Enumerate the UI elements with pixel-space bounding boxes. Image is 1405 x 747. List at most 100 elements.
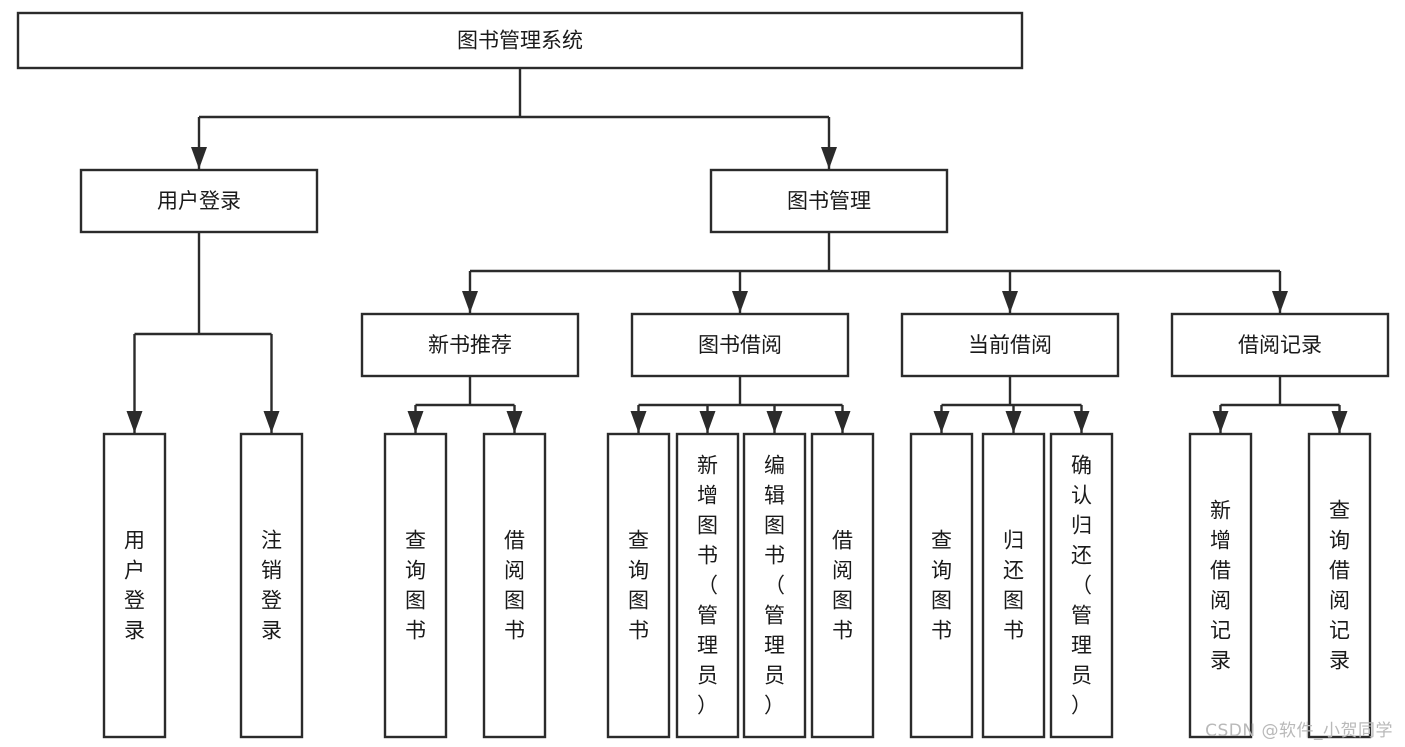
node-label-char: 员 [764,664,785,688]
node-label-char: 书 [832,619,853,643]
node-user-login[interactable]: 用户登录 [79,168,319,234]
node-label-char: ） [697,694,718,718]
node-label-char: 记 [1210,619,1231,643]
node-label-char: 书 [764,544,785,568]
arrow-head-icon [630,411,647,433]
node-label-char: 登 [124,589,145,613]
node-label-char: 借 [1329,559,1350,583]
node-label-char: 询 [931,559,952,583]
node-label-char: 图 [504,589,525,613]
node-label-char: 录 [1210,649,1231,673]
node-label-char: 还 [1071,544,1092,568]
node-label-char: 录 [1329,649,1350,673]
node-label-char: 理 [1071,634,1092,658]
node-label-char: 新 [1210,499,1231,523]
node-label-char: （ [1071,574,1092,598]
node-label-char: ） [1071,694,1092,718]
node-current-borrow[interactable]: 当前借阅 [900,312,1120,378]
arrow-head-icon [191,147,207,169]
node-label-char: 增 [1210,529,1231,553]
node-label-char: 归 [1071,514,1092,538]
node-label-char: 图 [405,589,426,613]
arrow-head-icon [1212,411,1229,433]
node-label-char: 登 [261,589,282,613]
node-new-book-rec[interactable]: 新书推荐 [360,312,580,378]
node-label-char: 销 [261,559,282,583]
node-label-char: 图 [931,589,952,613]
node-label-char: 图 [697,514,718,538]
node-label-char: 录 [261,619,282,643]
node-label-char: （ [764,574,785,598]
node-label-char: 录 [124,619,145,643]
node-label-char: 询 [628,559,649,583]
arrow-head-icon [933,411,950,433]
node-book-manage[interactable]: 图书管理 [709,168,949,234]
node-label-char: 员 [1071,664,1092,688]
node-label-char: 图 [628,589,649,613]
node-label-char: 书 [931,619,952,643]
node-label-char: 书 [1003,619,1024,643]
arrow-head-icon [462,291,478,313]
node-label-char: 确 [1071,454,1092,478]
arrow-head-icon [263,411,280,433]
arrow-head-icon [1073,411,1090,433]
node-label: 用户登录 [157,189,241,213]
arrow-head-icon [126,411,143,433]
node-label-char: 理 [697,634,718,658]
node-label-char: 阅 [504,559,525,583]
node-label-char: （ [697,574,718,598]
node-label-char: 新 [697,454,718,478]
node-label-char: 阅 [1210,589,1231,613]
node-label-char: 书 [697,544,718,568]
node-label-char: 记 [1329,619,1350,643]
node-label-char: 借 [504,529,525,553]
node-label-char: 增 [697,484,718,508]
arrow-head-icon [821,147,837,169]
node-label: 当前借阅 [968,333,1052,357]
arrow-head-icon [732,291,748,313]
arrow-head-icon [1331,411,1348,433]
node-label-char: 书 [628,619,649,643]
node-label-char: 管 [697,604,718,628]
arrow-head-icon [766,411,783,433]
node-book-borrow[interactable]: 图书借阅 [630,312,850,378]
node-label-char: 注 [261,529,282,553]
node-label-char: 户 [124,559,145,583]
node-label-char: 员 [697,664,718,688]
node-label-char: 询 [405,559,426,583]
node-root-图书管理系统[interactable]: 图书管理系统 [16,11,1024,70]
arrow-head-icon [834,411,851,433]
node-borrow-record[interactable]: 借阅记录 [1170,312,1390,378]
nodes-layer: 图书管理系统用户登录图书管理新书推荐图书借阅当前借阅借阅记录用户登录注销登录查询… [16,11,1390,739]
node-label-char: 阅 [1329,589,1350,613]
node-label-char: ） [764,694,785,718]
node-label: 图书管理系统 [457,29,583,53]
node-leaf-user-login[interactable]: 用户登录 [102,432,167,739]
node-label: 新书推荐 [428,333,512,357]
node-label-char: 图 [764,514,785,538]
arrow-head-icon [1272,291,1288,313]
node-label: 图书管理 [787,189,871,213]
arrow-head-icon [1002,291,1018,313]
node-label: 图书借阅 [698,333,782,357]
arrow-head-icon [407,411,424,433]
connectors-layer [126,68,1348,433]
node-label-char: 书 [405,619,426,643]
node-label-char: 阅 [832,559,853,583]
node-label-char: 理 [764,634,785,658]
node-label-char: 管 [764,604,785,628]
